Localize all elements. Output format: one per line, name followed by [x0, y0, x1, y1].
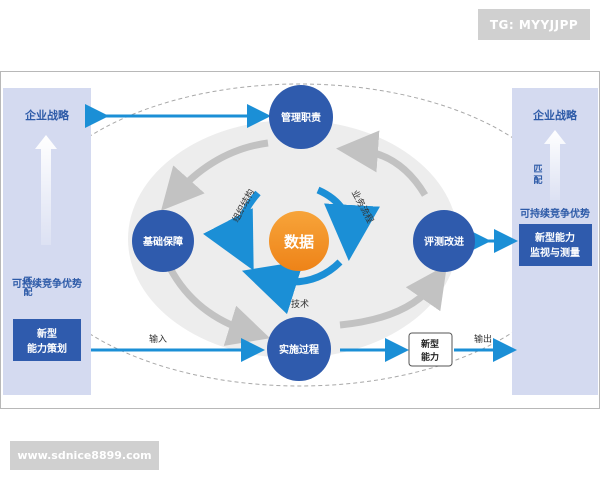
- capability-line2: 能力: [421, 351, 439, 363]
- blue-arrow-org: [203, 190, 261, 271]
- left-box-line1: 新型: [37, 327, 57, 340]
- node-management: 管理职责: [269, 85, 333, 149]
- node-management-label: 管理职责: [281, 111, 321, 124]
- node-implementation: 实施过程: [267, 317, 331, 381]
- grey-arrow-right-to-top: [336, 130, 429, 197]
- node-foundation-label: 基础保障: [142, 235, 183, 248]
- right-panel: 企业战略 匹配 可持续竞争优势 新型能力 监视与测量: [512, 88, 598, 395]
- left-up-arrow: [35, 135, 57, 245]
- label-output: 输出: [474, 333, 492, 345]
- right-capability-box: [519, 224, 592, 266]
- label-input: 输入: [149, 333, 167, 345]
- node-data-label: 数据: [284, 233, 314, 251]
- left-match-label: 匹配: [23, 276, 32, 298]
- right-advantage-label: 可持续竞争优势: [520, 207, 590, 220]
- right-box-line1: 新型能力: [535, 231, 575, 244]
- node-data: 数据: [269, 211, 329, 271]
- node-foundation: 基础保障: [132, 210, 194, 272]
- right-up-arrow: [544, 130, 566, 200]
- right-match-label: 匹配: [533, 164, 542, 186]
- node-implementation-label: 实施过程: [279, 343, 319, 356]
- grey-arrow-top-to-left: [161, 139, 269, 211]
- node-evaluation: 评测改进: [413, 210, 475, 272]
- capability-line1: 新型: [421, 338, 439, 350]
- blue-arrow-tech: [241, 259, 343, 315]
- new-capability-box: 新型 能力: [408, 332, 453, 367]
- bottom-watermark: www.sdnice8899.com: [10, 441, 159, 470]
- node-evaluation-label: 评测改进: [424, 235, 464, 248]
- left-panel: 企业战略 匹配 可持续竞争优势 新型 能力策划: [3, 88, 91, 395]
- right-box-line2: 监视与测量: [530, 246, 580, 259]
- left-capability-box: [13, 319, 81, 361]
- label-technology: 技术: [291, 298, 309, 310]
- top-watermark: TG: MYYJJPP: [478, 9, 590, 40]
- blue-arrow-process: [316, 186, 380, 261]
- left-advantage-label: 可持续竞争优势: [12, 277, 82, 290]
- grey-arrow-left-to-bottom: [166, 266, 271, 346]
- left-strategy-title: 企业战略: [24, 108, 70, 122]
- grey-arrow-bottom-to-right: [339, 264, 447, 329]
- right-strategy-title: 企业战略: [532, 108, 578, 122]
- left-box-line2: 能力策划: [27, 342, 67, 355]
